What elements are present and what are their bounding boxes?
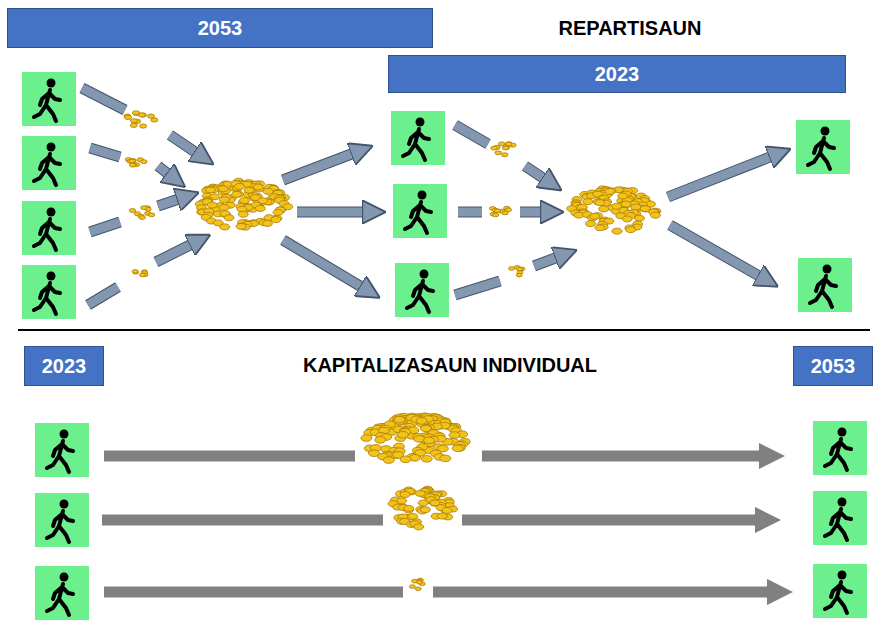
arrow-outline [90,222,120,232]
year-label: 2053 [198,17,243,40]
flow-arrow [90,222,120,232]
arrow-outline [82,88,125,110]
coin-pile [132,270,148,277]
flow-arrow [455,281,500,295]
person-icon [395,263,449,317]
coin-pile [489,206,511,217]
person-icon [35,493,89,547]
arrow-outline [670,225,768,281]
flow-arrow [158,196,188,206]
coin-pile [567,186,661,234]
arrow-outline [170,135,204,158]
arrow-outline [158,196,188,206]
flow-arrow [156,240,200,262]
flow-arrow [462,515,768,526]
coin-pile [125,158,147,167]
year-label: 2053 [811,355,856,378]
person-icon [22,265,76,319]
arrow-outline [90,148,120,157]
flow-arrow [670,225,768,281]
coin-pile [509,266,525,277]
person-icon [35,423,89,477]
coin-pile [491,142,516,157]
flow-arrow [297,208,374,217]
year-bar: 2023 [24,346,104,386]
coin-pile [124,111,158,128]
year-bar: 2053 [7,8,433,48]
flow-arrow [458,208,482,217]
person-icon [813,491,867,545]
section-title: KAPITALIZASAUN INDIVIDUAL [303,354,597,377]
flow-arrow [433,587,780,598]
year-label: 2023 [42,355,87,378]
person-icon [393,184,447,238]
year-bar: 2023 [388,55,846,93]
flow-arrow [102,515,383,526]
flow-arrow [455,125,488,144]
person-icon [796,120,850,174]
person-icon [22,72,76,126]
arrow-outline [525,166,552,184]
flow-arrow [170,135,204,158]
arrow-outline [283,150,362,180]
year-label: 2023 [595,63,640,86]
coin-pile [129,206,154,220]
flow-arrow [283,240,370,292]
arrow-outline [455,281,500,295]
person-icons [22,72,867,620]
flow-arrow [104,587,403,598]
arrow-outline [88,287,118,305]
person-icon [391,111,445,165]
year-bar: 2053 [793,346,873,386]
flow-arrow [520,208,552,217]
section-title: REPARTISAUN [559,17,702,40]
coin-pile [195,178,292,230]
flow-arrow [534,254,566,266]
flow-arrows [82,88,780,592]
coin-pile [388,486,458,530]
flow-arrow [668,153,780,197]
flow-arrow [104,451,355,462]
arrow-outline [158,166,176,180]
flow-arrow [82,88,125,110]
arrow-outline [520,207,552,218]
arrow-outline [297,207,374,218]
arrow-outline [668,153,780,197]
person-icon [35,566,89,620]
flow-arrow [90,148,120,157]
person-icon [22,201,76,255]
arrow-outline [156,240,200,262]
person-icon [798,258,852,312]
flow-arrow [88,287,118,305]
coin-pile [409,578,425,590]
arrow-outline [458,207,482,218]
arrow-outline [455,125,488,144]
person-icon [22,136,76,190]
flow-arrow [525,166,552,184]
person-icon [813,421,867,475]
flow-arrow [482,451,772,462]
flow-arrow [158,166,176,180]
arrow-outline [283,240,370,292]
arrow-outline [534,254,566,266]
divider-line [18,329,870,331]
coin-pile [361,413,470,463]
flow-arrow [283,150,362,180]
person-icon [813,564,867,618]
coin-piles [124,111,661,591]
